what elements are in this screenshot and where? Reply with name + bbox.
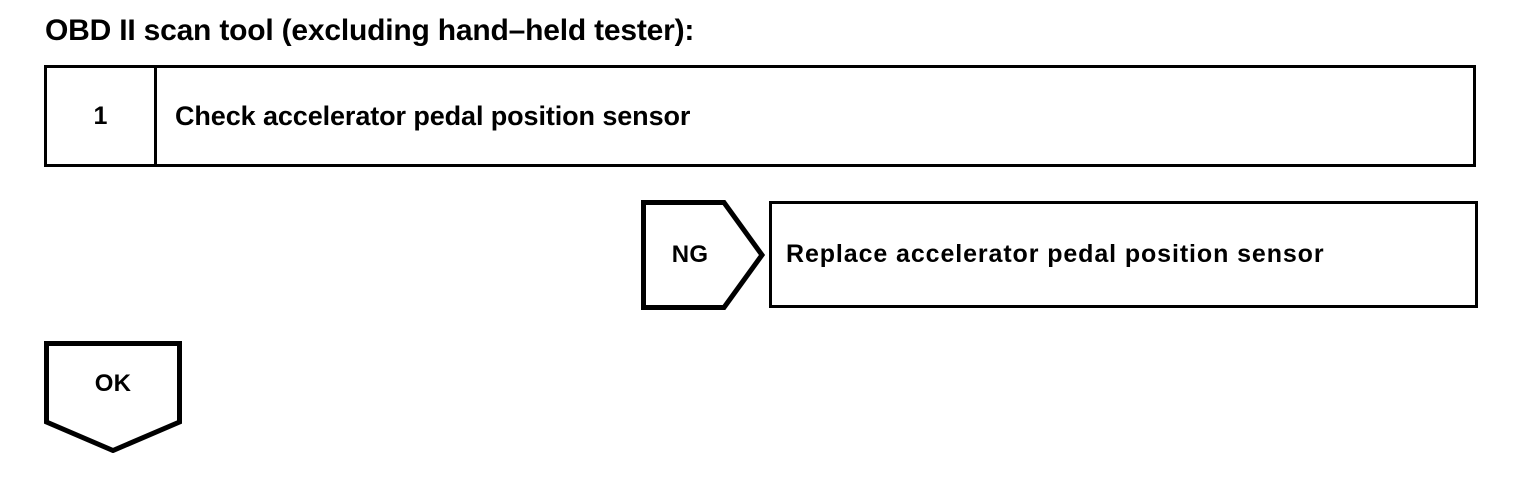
step-text-cell: Check accelerator pedal position sensor bbox=[157, 68, 1473, 164]
ng-arrow-icon bbox=[641, 200, 765, 310]
step-row: 1 Check accelerator pedal position senso… bbox=[44, 65, 1476, 167]
page-title: OBD II scan tool (excluding hand–held te… bbox=[45, 14, 695, 47]
step-instruction: Check accelerator pedal position sensor bbox=[175, 100, 691, 131]
ok-arrow-icon bbox=[44, 341, 182, 453]
step-number-cell: 1 bbox=[47, 68, 157, 164]
step-number: 1 bbox=[93, 101, 108, 130]
result-instruction: Replace accelerator pedal position senso… bbox=[786, 240, 1325, 268]
result-box: Replace accelerator pedal position senso… bbox=[769, 201, 1478, 308]
